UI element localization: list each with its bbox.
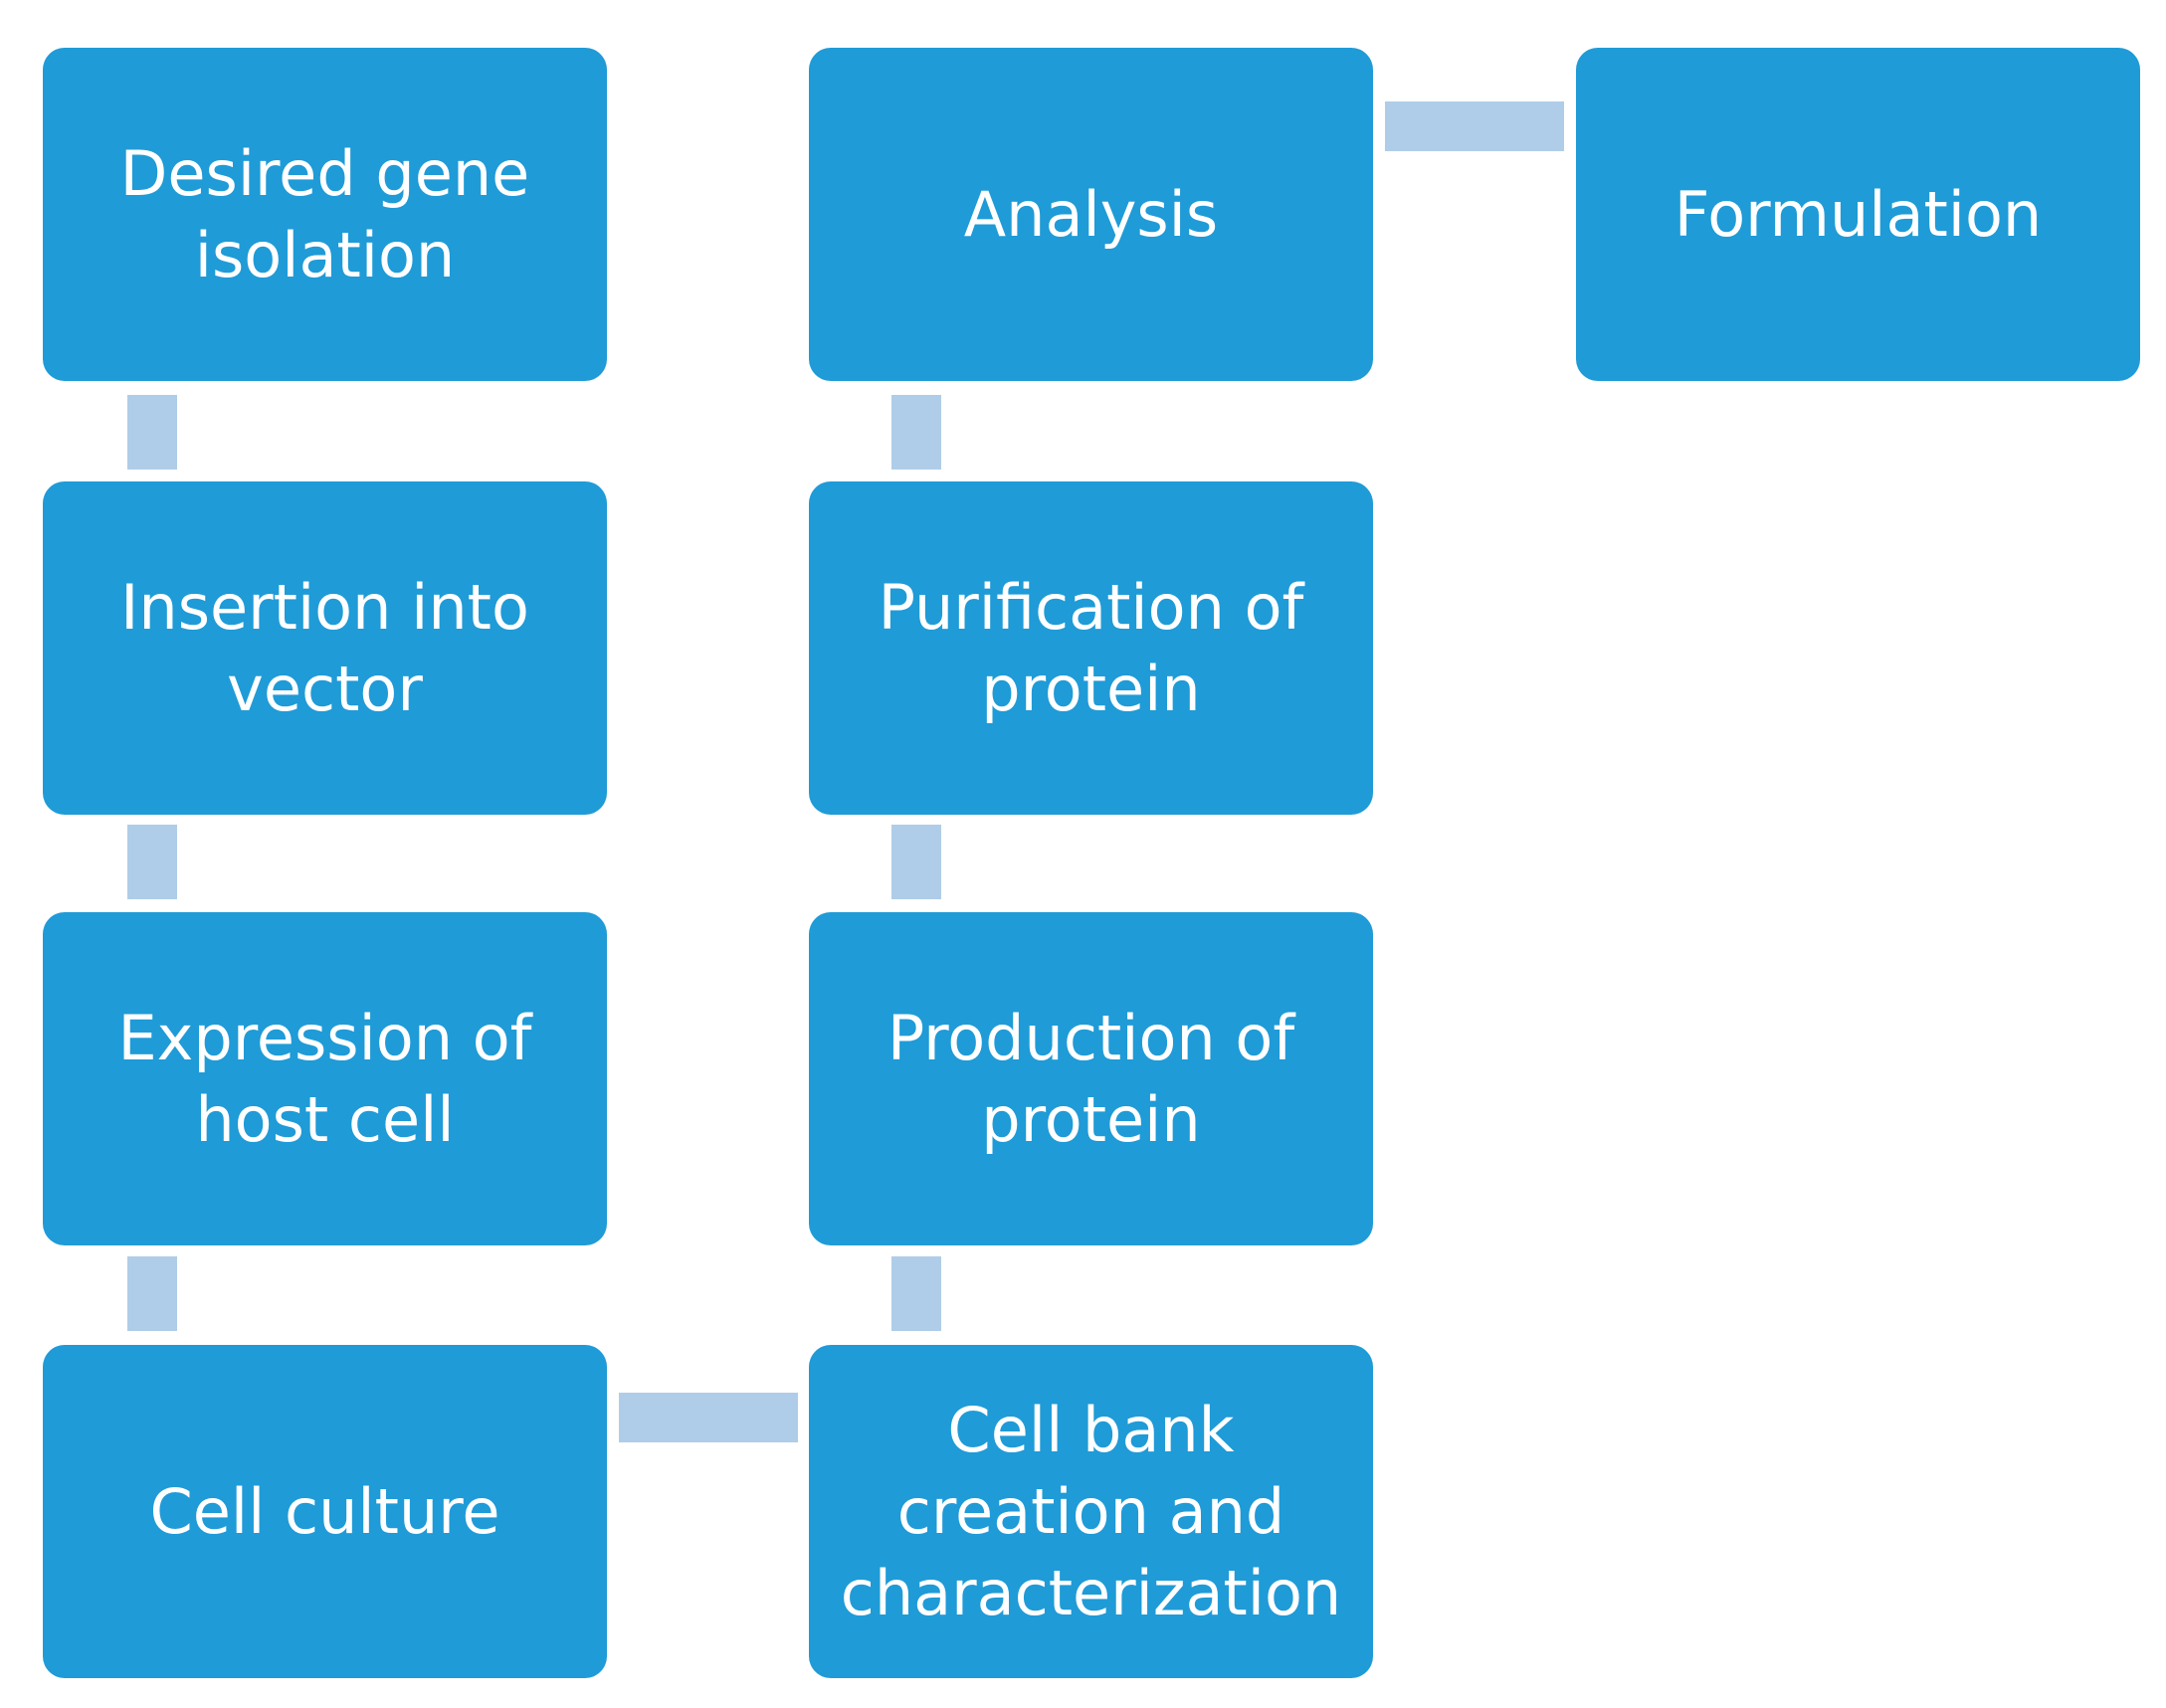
step-label: Purification of protein (878, 570, 1304, 725)
step-label: Analysis (963, 177, 1219, 251)
connector-cell-culture-to-cell-bank (619, 1393, 798, 1442)
step-analysis: Analysis (809, 48, 1373, 381)
step-label: Expression of host cell (117, 1001, 532, 1156)
step-production-of-protein: Production of protein (809, 912, 1373, 1245)
step-label: Formulation (1674, 177, 2043, 251)
connector-insertion-to-expression (127, 825, 177, 899)
step-cell-bank-creation: Cell bank creation and characterization (809, 1345, 1373, 1678)
step-desired-gene-isolation: Desired gene isolation (43, 48, 607, 381)
step-label: Insertion into vector (120, 570, 529, 725)
step-formulation: Formulation (1576, 48, 2140, 381)
step-insertion-into-vector: Insertion into vector (43, 481, 607, 815)
connector-production-to-purification (891, 825, 941, 899)
connector-cell-bank-to-production (891, 1256, 941, 1331)
step-label: Desired gene isolation (119, 136, 530, 291)
step-cell-culture: Cell culture (43, 1345, 607, 1678)
connector-expression-to-cell-culture (127, 1256, 177, 1331)
connector-analysis-to-formulation (1385, 101, 1564, 151)
step-label: Cell culture (149, 1474, 500, 1548)
step-expression-of-host-cell: Expression of host cell (43, 912, 607, 1245)
step-label: Cell bank creation and characterization (840, 1393, 1342, 1629)
connector-gene-isolation-to-insertion (127, 395, 177, 470)
connector-purification-to-analysis (891, 395, 941, 470)
step-label: Production of protein (886, 1001, 1295, 1156)
step-purification-of-protein: Purification of protein (809, 481, 1373, 815)
